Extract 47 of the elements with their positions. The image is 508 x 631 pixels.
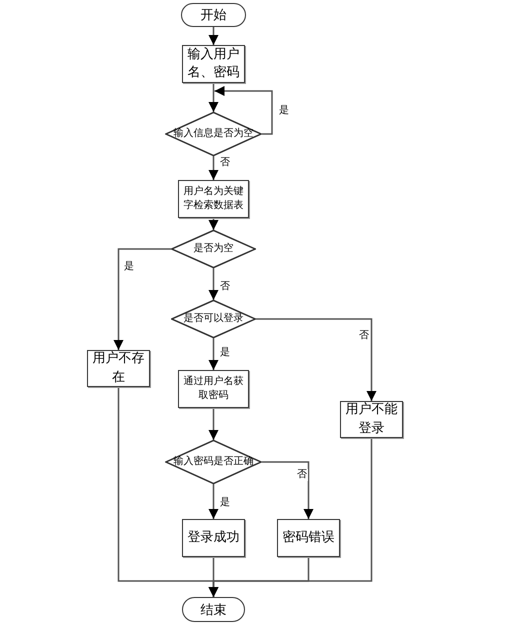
terminal-node [181, 3, 246, 27]
arrow [208, 27, 218, 45]
node-text: 是否可以登录 [182, 313, 244, 325]
arrow [208, 438, 372, 597]
node-text: 登录成功 [188, 528, 240, 547]
arrow [208, 156, 218, 180]
process-box [178, 180, 249, 218]
edge-label: 是 [278, 105, 290, 117]
arrow [208, 484, 218, 519]
node-text: 用户不能登录 [345, 401, 398, 438]
decision-diamond [171, 300, 256, 338]
arrow [214, 86, 273, 135]
process-box [182, 519, 245, 557]
arrow [208, 218, 218, 230]
terminal-node [182, 597, 245, 622]
process-box [182, 45, 245, 83]
arrow [256, 318, 376, 401]
process-box [178, 370, 249, 408]
node-text: 输入密码是否正确 [172, 456, 254, 468]
node-text: 是否为空 [192, 243, 234, 255]
edge-label: 是 [123, 261, 135, 273]
node-text: 用户名为关键字检索数据表 [182, 185, 244, 213]
decision-diamond [165, 440, 262, 484]
node-text: 密码错误 [282, 528, 334, 547]
node-text: 结束 [200, 602, 226, 618]
node-text: 输入用户名、密码 [187, 46, 240, 82]
edge-label: 是 [219, 497, 231, 509]
arrow [114, 248, 171, 350]
arrow [262, 461, 314, 519]
arrow [208, 268, 218, 300]
process-box [87, 350, 150, 387]
edge-label: 否 [219, 281, 231, 293]
edge-label: 是 [219, 347, 231, 359]
decision-diamond [171, 230, 256, 268]
edge-label: 否 [296, 469, 308, 481]
arrow [208, 338, 218, 370]
edge-label: 否 [358, 330, 370, 342]
node-text: 通过用户名获取密码 [182, 375, 244, 403]
process-box [340, 401, 403, 438]
arrow [208, 408, 218, 440]
edge-label: 否 [219, 157, 231, 169]
node-text: 开始 [200, 7, 226, 24]
arrow [208, 83, 218, 112]
node-text: 输入信息是否为空 [172, 128, 254, 140]
decision-diamond [165, 112, 262, 156]
node-text: 用户不存在 [92, 350, 145, 386]
process-box [277, 519, 340, 557]
